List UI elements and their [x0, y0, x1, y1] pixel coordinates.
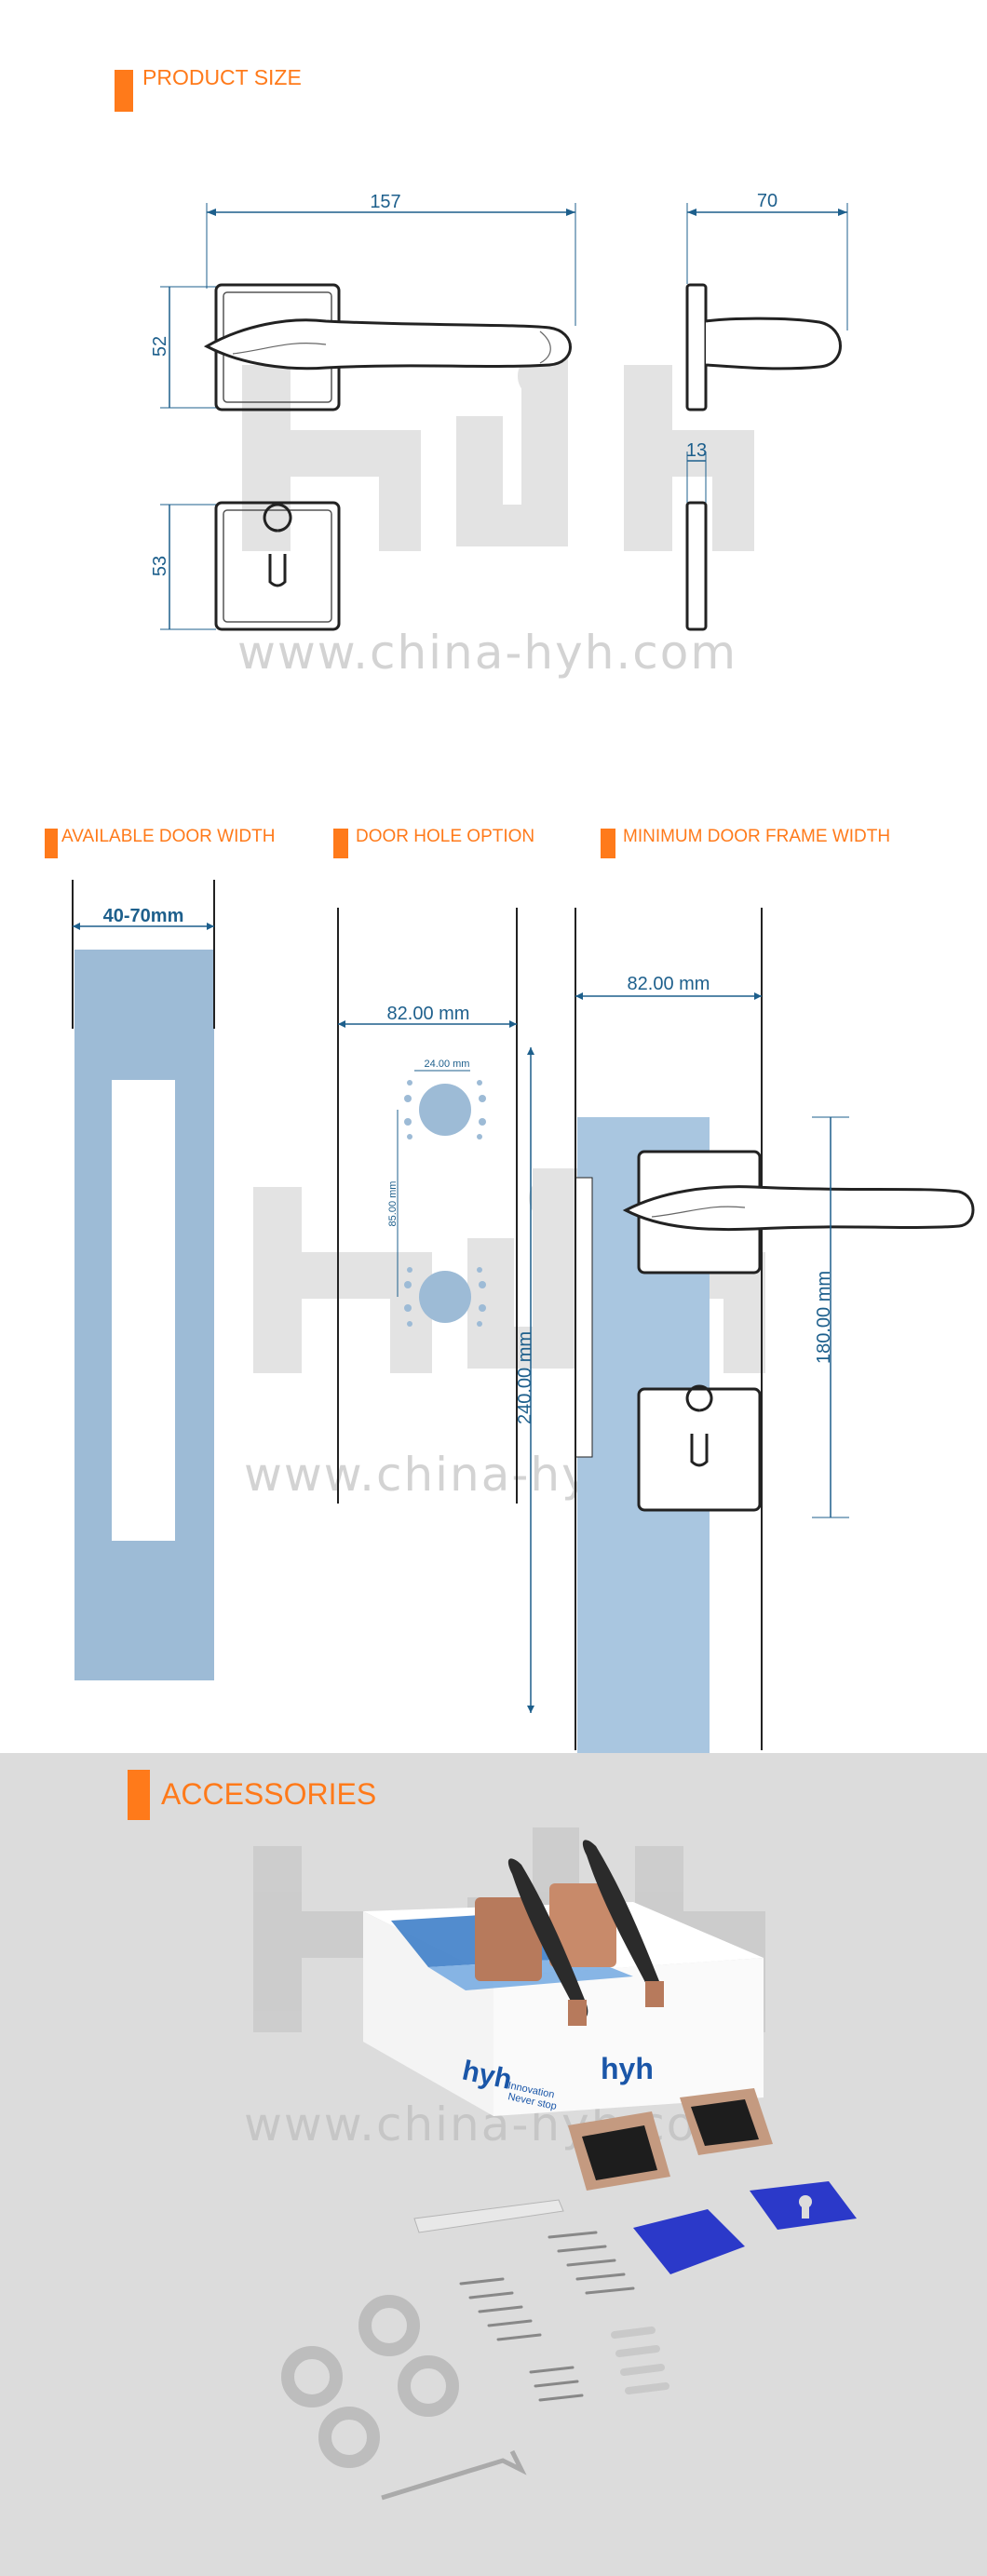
door-frame-drawing: 82.00 mm 180.00 mm: [575, 908, 975, 1778]
box-side-brand: hyh: [601, 2052, 654, 2085]
section-marker: [333, 829, 348, 858]
door-hole-backset: 82.00 mm: [387, 1004, 470, 1024]
section-title: MINIMUM DOOR FRAME WIDTH: [623, 827, 891, 846]
section-marker: [601, 829, 615, 858]
dim-rose-height: 52: [150, 336, 170, 357]
section-title: PRODUCT SIZE: [142, 65, 302, 89]
product-size-section: PRODUCT SIZE www.china-hyh.com 157 52: [0, 0, 987, 735]
door-info-section: www.china-hyh.com AVAILABLE DOOR WIDTH 4…: [0, 801, 987, 1778]
section-title: AVAILABLE DOOR WIDTH: [61, 827, 276, 846]
section-marker: [115, 70, 133, 112]
frame-width: 82.00 mm: [628, 974, 710, 994]
section-title: ACCESSORIES: [161, 1777, 377, 1811]
watermark-logo: [242, 346, 754, 551]
section-title: DOOR HOLE OPTION: [356, 827, 535, 846]
door-height: 240.00 mm: [515, 1331, 535, 1424]
dim-depth: 70: [757, 191, 777, 211]
lever-handles: [475, 1840, 664, 2026]
watermark-url: www.china-hyh.com: [237, 626, 738, 680]
handle-height: 180.00 mm: [814, 1271, 834, 1364]
hole-spacing: 24.00 mm: [425, 1059, 470, 1070]
center-distance: 85.00 mm: [387, 1181, 399, 1227]
section-marker: [45, 829, 58, 858]
dim-escutcheon-height: 53: [150, 556, 170, 576]
escutcheons: [568, 2088, 857, 2274]
hardware-parts: [281, 2199, 669, 2501]
door-width-drawing: 40-70mm: [72, 880, 215, 1680]
door-width-range: 40-70mm: [103, 906, 184, 926]
door-hole-drawing: 82.00 mm 24.00 mm 85.00 mm 240.00 mm: [337, 908, 535, 1713]
accessories-section: ACCESSORIES www.china-hyh.com hyh Innova…: [0, 1753, 987, 2576]
dim-escutcheon-thickness: 13: [686, 440, 707, 461]
front-view-drawing: 157 52 53: [150, 192, 576, 631]
side-view-drawing: 70 13: [685, 191, 848, 631]
section-marker: [128, 1770, 150, 1820]
dim-width: 157: [370, 192, 400, 212]
